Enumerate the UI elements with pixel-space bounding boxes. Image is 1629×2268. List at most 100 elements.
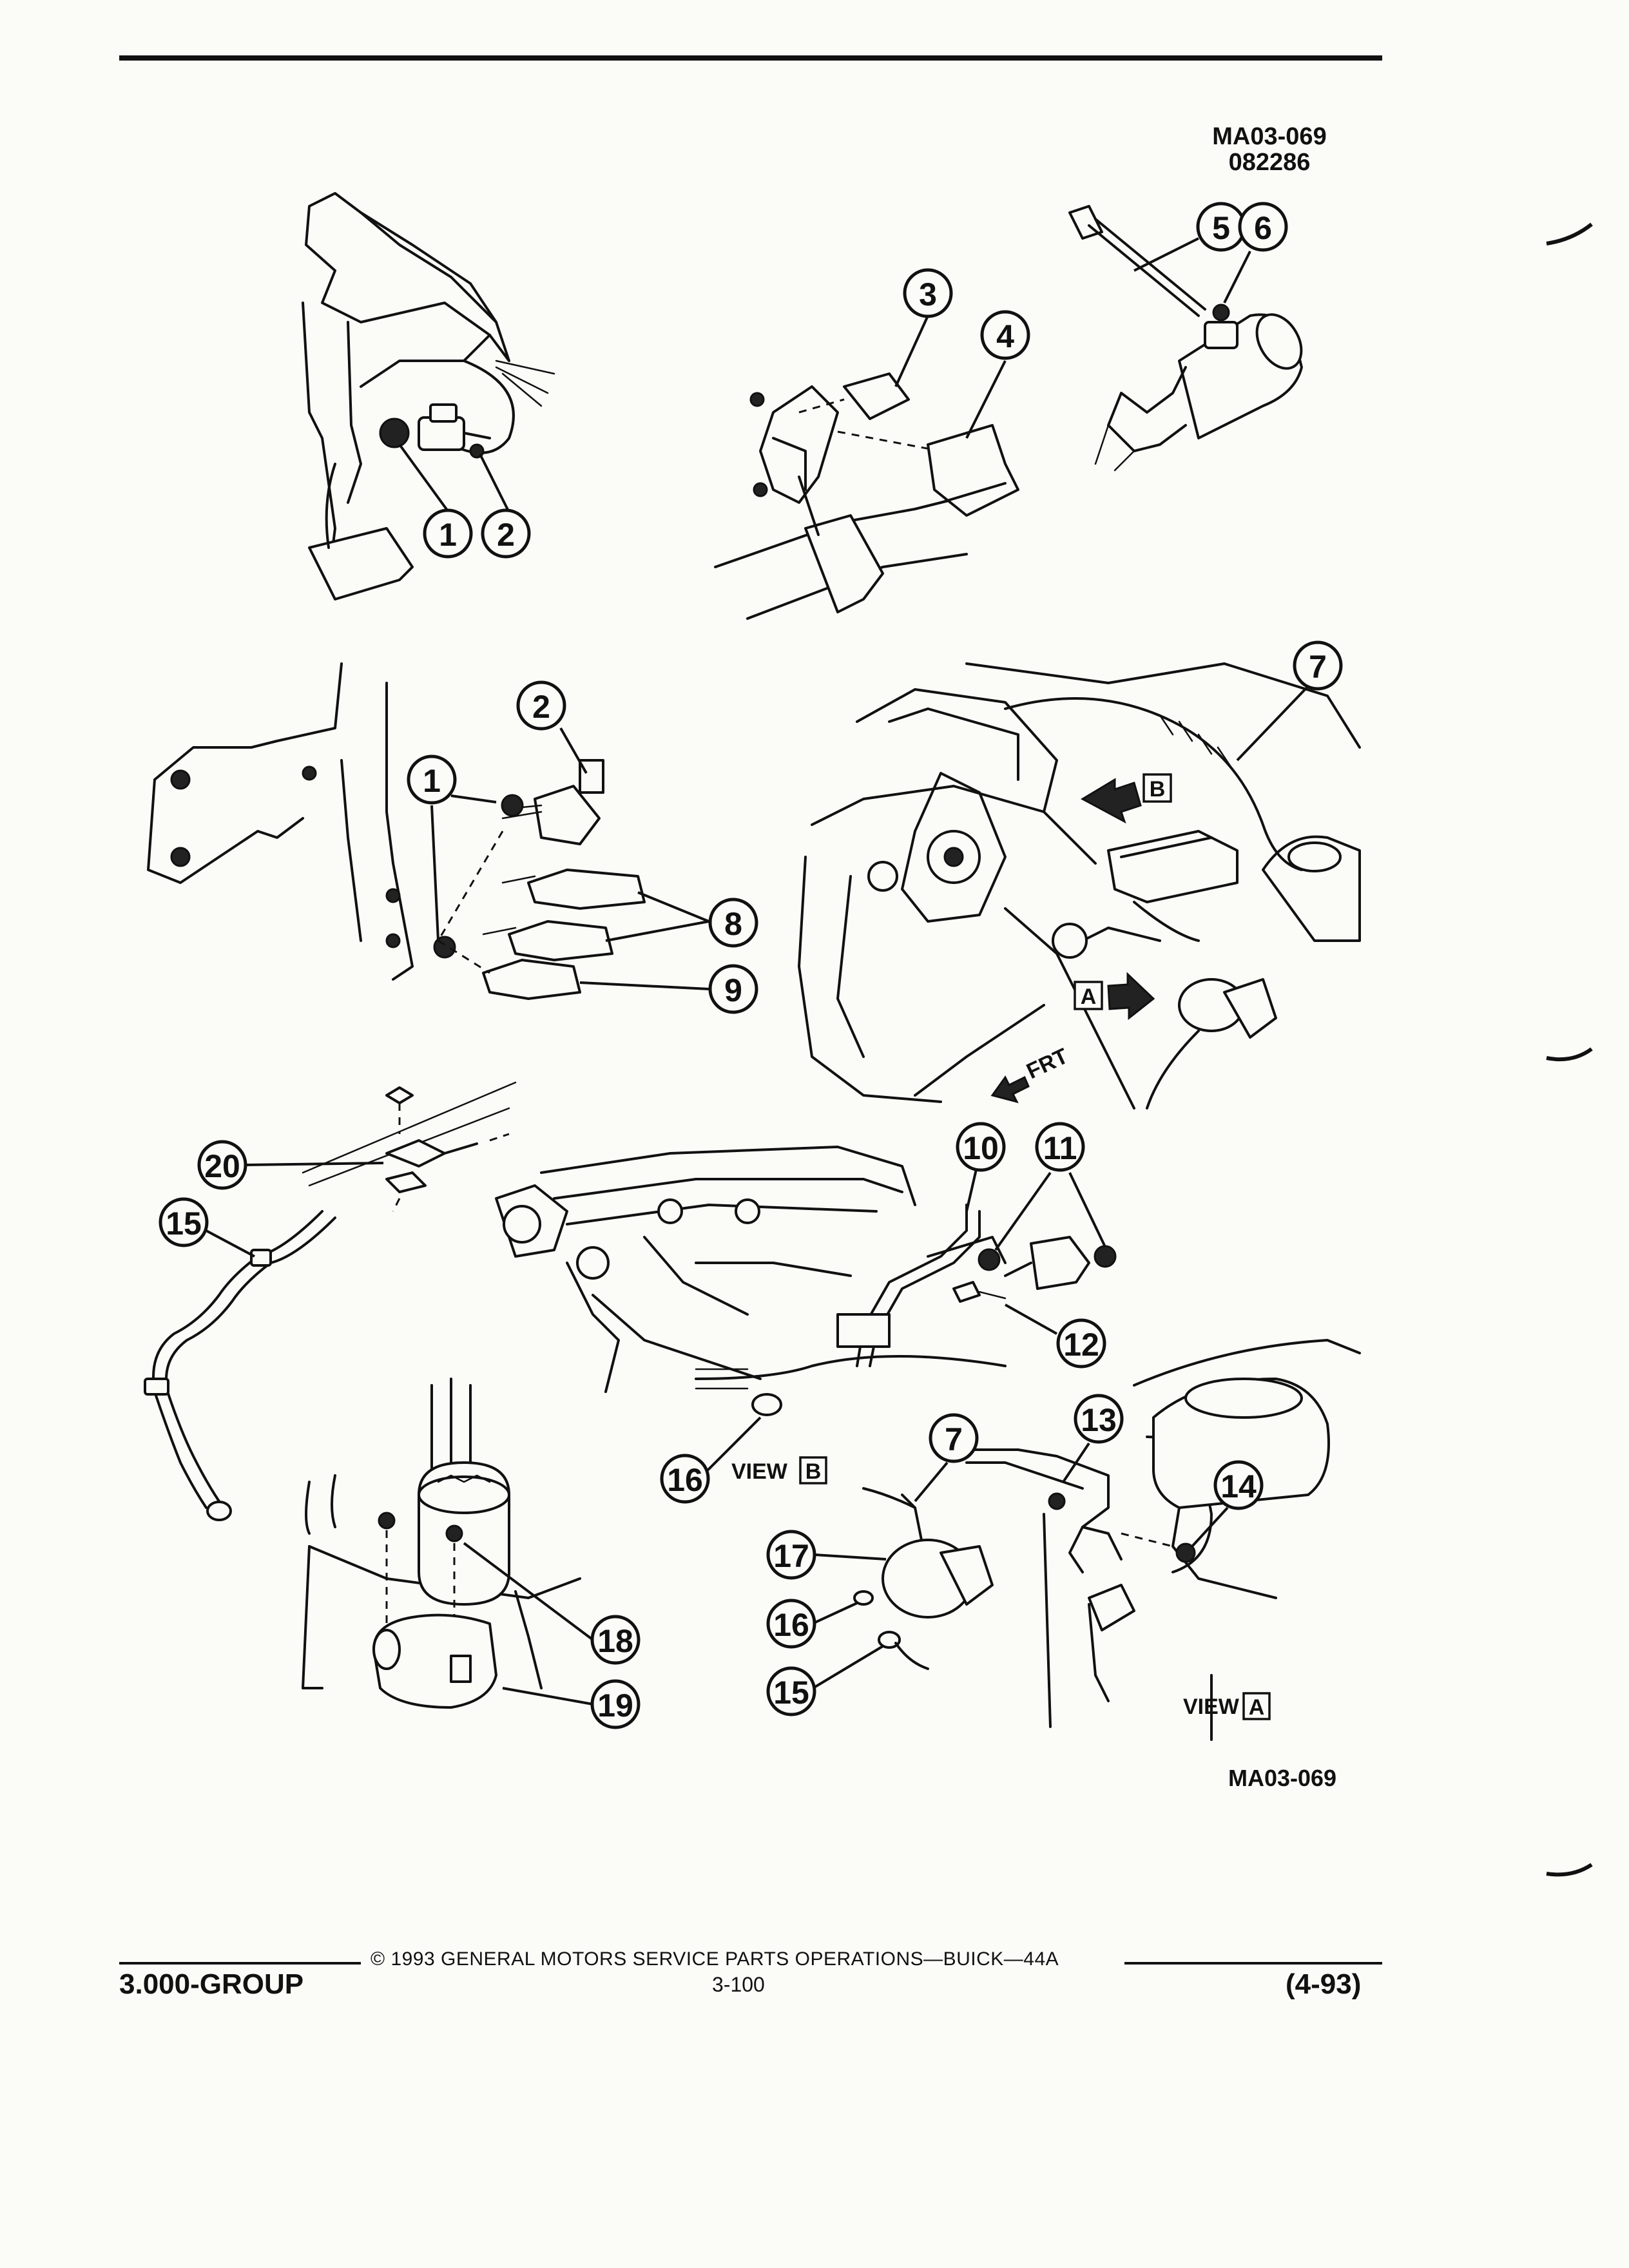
callout-8-number: 8 — [724, 906, 742, 942]
leader-8a — [637, 891, 709, 923]
callout-13-number: 13 — [1081, 1402, 1117, 1438]
leader-14 — [1191, 1506, 1229, 1548]
leader-4 — [965, 360, 1007, 439]
leader-3 — [894, 315, 929, 387]
switch-bracket-assembly — [147, 662, 646, 1000]
callout-17: 17 — [766, 1530, 816, 1580]
arrow-a-indicator: A — [1074, 972, 1155, 1021]
figure-ref-code-bottom: MA03-069 — [1228, 1765, 1337, 1791]
callout-19: 19 — [590, 1679, 641, 1729]
leader-12 — [1005, 1303, 1057, 1335]
callout-12: 12 — [1056, 1318, 1106, 1369]
callout-5: 5 — [1196, 202, 1246, 252]
view-b-letter: B — [805, 1459, 822, 1484]
leader-17 — [815, 1553, 887, 1561]
callout-2-mid-number: 2 — [532, 689, 550, 725]
arrow-a-letter: A — [1081, 985, 1097, 1009]
callout-15-top-number: 15 — [166, 1206, 202, 1242]
leader-7-bottom — [914, 1461, 949, 1503]
callout-2-top: 2 — [481, 508, 531, 559]
callout-10: 10 — [956, 1122, 1006, 1172]
brake-pedal-assembly-top — [302, 192, 555, 601]
view-a-label: VIEW A — [1183, 1692, 1271, 1720]
figure-ref-code-line1: MA03-069 — [1212, 123, 1327, 150]
callout-16-bottom: 16 — [766, 1599, 816, 1649]
footer-rule-right — [1124, 1962, 1382, 1965]
footer-group: 3.000-GROUP — [119, 1968, 304, 2000]
callout-7-top-number: 7 — [1309, 649, 1327, 685]
callout-16-top: 16 — [660, 1454, 710, 1504]
leader-7-top — [1236, 685, 1309, 762]
view-a-text: VIEW — [1183, 1695, 1240, 1719]
front-direction-indicator: FRT — [990, 1044, 1072, 1104]
leader-20 — [244, 1162, 384, 1166]
leader-1-mid-b — [430, 805, 439, 941]
leader-1-top — [398, 443, 452, 517]
leader-8b — [605, 920, 709, 942]
leader-18 — [463, 1542, 594, 1641]
binding-mark-1 — [1546, 222, 1593, 245]
callout-7-bottom-number: 7 — [945, 1421, 963, 1457]
leader-11a — [994, 1171, 1052, 1251]
callout-1-mid: 1 — [407, 754, 457, 805]
callout-11: 11 — [1035, 1122, 1085, 1172]
callout-16-top-number: 16 — [667, 1462, 703, 1498]
frt-label: FRT — [1023, 1044, 1072, 1084]
leader-9 — [579, 981, 709, 990]
callout-6: 6 — [1238, 202, 1288, 252]
intake-manifold-assembly — [495, 1146, 1117, 1416]
arrow-b-indicator: B — [1080, 773, 1172, 824]
leader-6 — [1223, 251, 1251, 303]
view-b-label: VIEW B — [731, 1456, 827, 1485]
callout-1-mid-number: 1 — [423, 763, 441, 799]
callout-2-top-number: 2 — [497, 517, 515, 553]
view-a-letter: A — [1249, 1695, 1265, 1720]
pedal-module-assembly — [714, 372, 1019, 620]
callout-20: 20 — [197, 1140, 247, 1190]
arrow-b-letter: B — [1150, 777, 1166, 802]
leader-10 — [965, 1169, 978, 1212]
callout-2-mid: 2 — [516, 680, 566, 731]
callout-14-number: 14 — [1220, 1468, 1257, 1504]
callout-13: 13 — [1074, 1394, 1124, 1444]
leader-19 — [502, 1687, 593, 1706]
leader-2-mid — [559, 727, 588, 774]
callout-9-number: 9 — [724, 972, 742, 1008]
callout-9: 9 — [708, 964, 758, 1014]
leader-13 — [1062, 1442, 1090, 1483]
callout-1-top: 1 — [423, 508, 473, 559]
footer-page-number: 3-100 — [712, 1973, 765, 1996]
callout-4: 4 — [980, 310, 1030, 360]
callout-7-top: 7 — [1293, 640, 1343, 691]
callout-1-top-number: 1 — [439, 517, 457, 553]
callout-19-number: 19 — [597, 1687, 633, 1724]
callout-7-bottom: 7 — [929, 1413, 979, 1463]
figure-ref-code: MA03-069 082286 — [1192, 124, 1347, 175]
callout-3: 3 — [903, 268, 953, 318]
callout-16-bottom-number: 16 — [773, 1607, 809, 1643]
callout-15-bottom: 15 — [766, 1666, 816, 1716]
leader-16-bottom — [815, 1602, 858, 1624]
canister-assembly — [302, 1378, 581, 1709]
leader-15-bottom — [814, 1645, 884, 1688]
callout-8: 8 — [708, 898, 758, 948]
top-rule — [119, 55, 1382, 61]
callout-5-number: 5 — [1212, 210, 1230, 246]
callout-4-number: 4 — [996, 318, 1014, 354]
callout-11-number: 11 — [1043, 1130, 1077, 1166]
callout-15-bottom-number: 15 — [773, 1675, 809, 1711]
binding-mark-2 — [1546, 1047, 1593, 1062]
leader-1-mid — [450, 794, 497, 803]
footer-rule-left — [119, 1962, 361, 1965]
callout-12-number: 12 — [1063, 1327, 1099, 1363]
leader-16-top — [704, 1416, 762, 1474]
callout-18: 18 — [590, 1615, 641, 1665]
vacuum-hose-assembly — [144, 1081, 517, 1521]
engine-bay-assembly — [798, 662, 1361, 1110]
binding-mark-3 — [1546, 1863, 1593, 1877]
leader-11b — [1068, 1172, 1106, 1247]
figure-ref-code-line2: 082286 — [1228, 149, 1311, 176]
callout-15-top: 15 — [159, 1197, 209, 1247]
actuator-cylinder-assembly — [1068, 205, 1303, 472]
